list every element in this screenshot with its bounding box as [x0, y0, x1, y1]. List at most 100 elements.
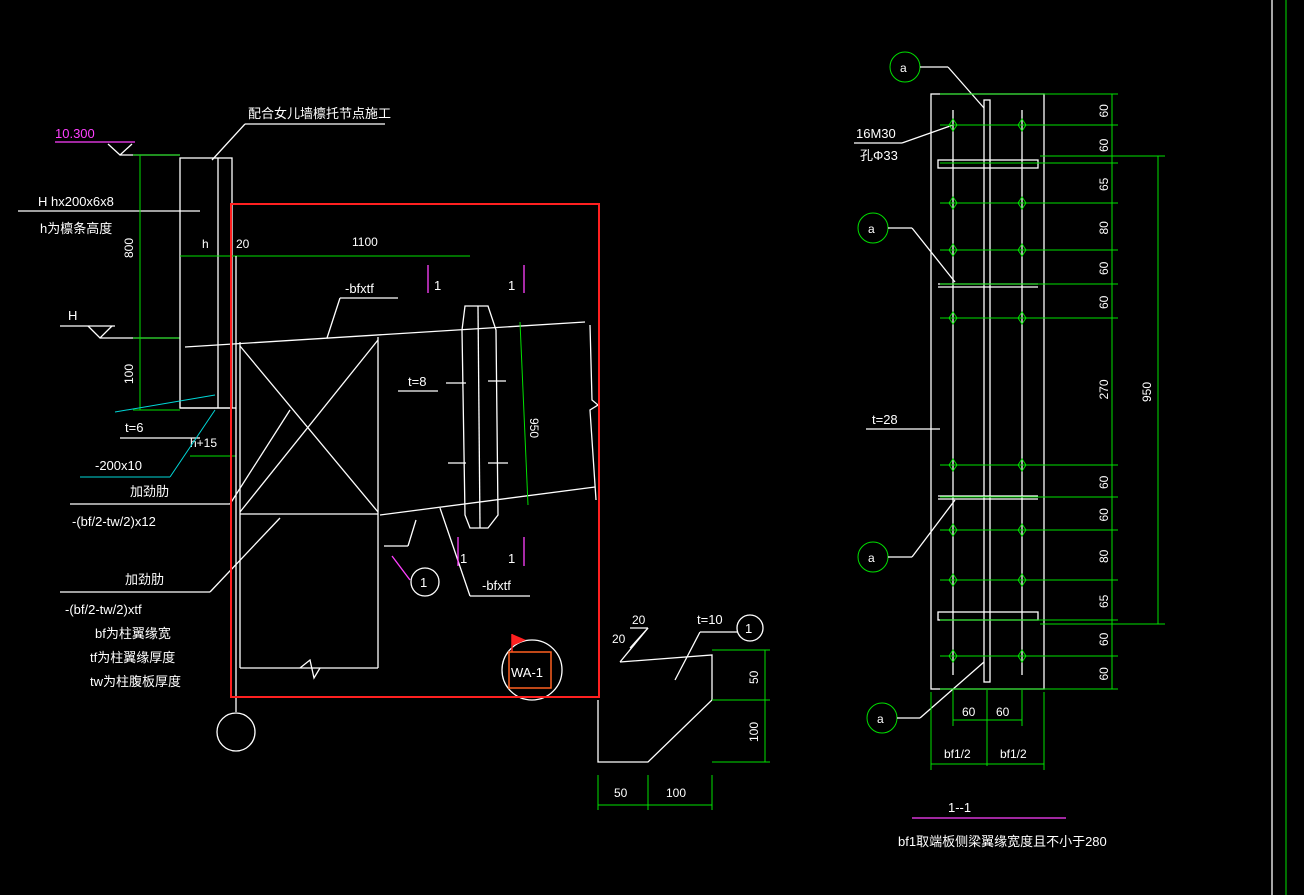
- end-plate-center: [477, 305, 481, 529]
- label-bfxtf-top: -bfxtf: [345, 281, 374, 296]
- dim-bf1a: bf1/2: [944, 747, 971, 761]
- dim-60a: 60: [962, 705, 976, 719]
- selection-rectangle[interactable]: [230, 203, 600, 698]
- note-tw: tw为柱腹板厚度: [90, 674, 181, 689]
- dim-1100: 1100: [352, 235, 378, 249]
- dim-950: 950: [527, 418, 541, 438]
- dim-20: 20: [236, 237, 250, 251]
- detail-1-view: 20 20 t=10 1 50 100 50 100: [597, 612, 770, 810]
- right-dim: 270: [1097, 379, 1111, 399]
- label-plate: -200x10: [95, 458, 142, 473]
- weld-leader2: [407, 519, 417, 547]
- callout-1: 1: [420, 575, 427, 590]
- detail-dim-50v: 50: [747, 670, 761, 684]
- right-dim: 60: [1097, 295, 1111, 309]
- beam-top-flange: [184, 321, 586, 348]
- bolt-leader: [901, 124, 954, 144]
- bolt-symbol: [948, 118, 958, 132]
- section-mark-1b: 1: [508, 278, 515, 293]
- dim-800: 800: [122, 238, 136, 258]
- end-plate: [461, 305, 499, 529]
- label-stiffener2-size: -(bf/2-tw/2)xtf: [65, 602, 142, 617]
- break-mark: [299, 658, 321, 680]
- note-parapet: 配合女儿墙檩托节点施工: [248, 106, 391, 121]
- bolt-label: 16M30: [856, 126, 896, 141]
- right-dim: 60: [1097, 138, 1111, 152]
- detail-dim-20b: 20: [632, 613, 646, 627]
- detail-t10: t=10: [697, 612, 723, 627]
- right-dim-texts: 60 60 65 80 60 60 270 60 60 80 65 60 60: [1097, 104, 1111, 681]
- bubble-a-label: a: [877, 712, 884, 726]
- bolt-symbol: [948, 196, 958, 210]
- label-t28: t=28: [872, 412, 898, 427]
- dim-950: 950: [1140, 382, 1154, 402]
- label-section: H hx200x6x8: [38, 194, 114, 209]
- bolt-symbol: [948, 458, 958, 472]
- right-dim: 60: [1097, 475, 1111, 489]
- label-h: h: [202, 237, 209, 251]
- right-dim: 60: [1097, 508, 1111, 522]
- diagonal-brace-1: [239, 345, 379, 513]
- detail-dim-100h: 100: [666, 786, 686, 800]
- section-mark-1c: 1: [460, 551, 467, 566]
- flag-label: WA-1: [511, 665, 543, 680]
- bubble-a-label: a: [868, 222, 875, 236]
- beam-break: [589, 324, 600, 501]
- dim-950-line: [519, 321, 529, 506]
- label-stiffener1-size: -(bf/2-tw/2)x12: [72, 514, 156, 529]
- label-t8: t=8: [408, 374, 426, 389]
- right-dim: 80: [1097, 549, 1111, 563]
- weld-leader-mag: [391, 555, 411, 581]
- bolt-group: [940, 93, 1118, 690]
- bolt-symbol: [1017, 458, 1027, 472]
- section-note: bf1取端板侧梁翼缘宽度且不小于280: [898, 834, 1107, 849]
- bfxtf-top-leader: [326, 297, 341, 339]
- end-plate-section: [930, 93, 1045, 690]
- bolt-symbol: [948, 243, 958, 257]
- bolt-symbol: [1017, 311, 1027, 325]
- note-tf: tf为柱翼缘厚度: [90, 650, 175, 665]
- beam-web: [983, 99, 991, 683]
- detail-circle-1: [736, 614, 764, 642]
- label-h15: h+15: [190, 436, 217, 450]
- bubble-leader: [911, 499, 956, 558]
- callout-circle-1: [410, 567, 440, 597]
- dim-bf1b: bf1/2: [1000, 747, 1027, 761]
- elevation-top: 10.300: [55, 126, 95, 141]
- diagonal-brace-2: [239, 339, 379, 513]
- dim-60b: 60: [996, 705, 1010, 719]
- bolt-symbol: [948, 523, 958, 537]
- detail-dim-20a: 20: [612, 632, 626, 646]
- note-bf: bf为柱翼缘宽: [95, 626, 171, 641]
- label-H: H: [68, 308, 77, 323]
- H-level-triangle: [87, 325, 113, 339]
- bolt-symbol: [1017, 243, 1027, 257]
- right-dim: 65: [1097, 594, 1111, 608]
- detail-plate-outline: [597, 654, 713, 763]
- bolt-symbol: [1017, 523, 1027, 537]
- label-h-note: h为檩条高度: [40, 221, 112, 236]
- stiffener1-leader: [229, 409, 291, 505]
- parapet-column: [179, 157, 233, 409]
- bolt-symbol: [1017, 573, 1027, 587]
- detail-circle-label: 1: [745, 621, 752, 636]
- elevation-triangle: [107, 143, 133, 156]
- right-dim: 80: [1097, 221, 1111, 235]
- section-1-1-view: a a a a 16M30 孔Φ33 t=28 60 60 65 80 60: [854, 51, 1165, 849]
- leader-plate: [169, 409, 216, 478]
- detail-weld-triangle: [629, 627, 649, 649]
- beam-flange-top: [937, 159, 1039, 169]
- right-dim: 60: [1097, 632, 1111, 646]
- label-stiffener1: 加劲肋: [130, 484, 169, 499]
- detail-dim-50h: 50: [614, 786, 628, 800]
- detail-t10-leader: [674, 631, 701, 681]
- flag-icon: [512, 634, 526, 646]
- bubble-a-label: a: [868, 551, 875, 565]
- stiffener2-leader: [209, 517, 281, 593]
- left-elevation-view: 配合女儿墙檩托节点施工 10.300 H hx200x6x8 h为檩条高度 H …: [18, 106, 600, 752]
- right-dim: 60: [1097, 667, 1111, 681]
- dim-100: 100: [122, 364, 136, 384]
- section-mark-1d: 1: [508, 551, 515, 566]
- bubble-leader: [911, 227, 956, 283]
